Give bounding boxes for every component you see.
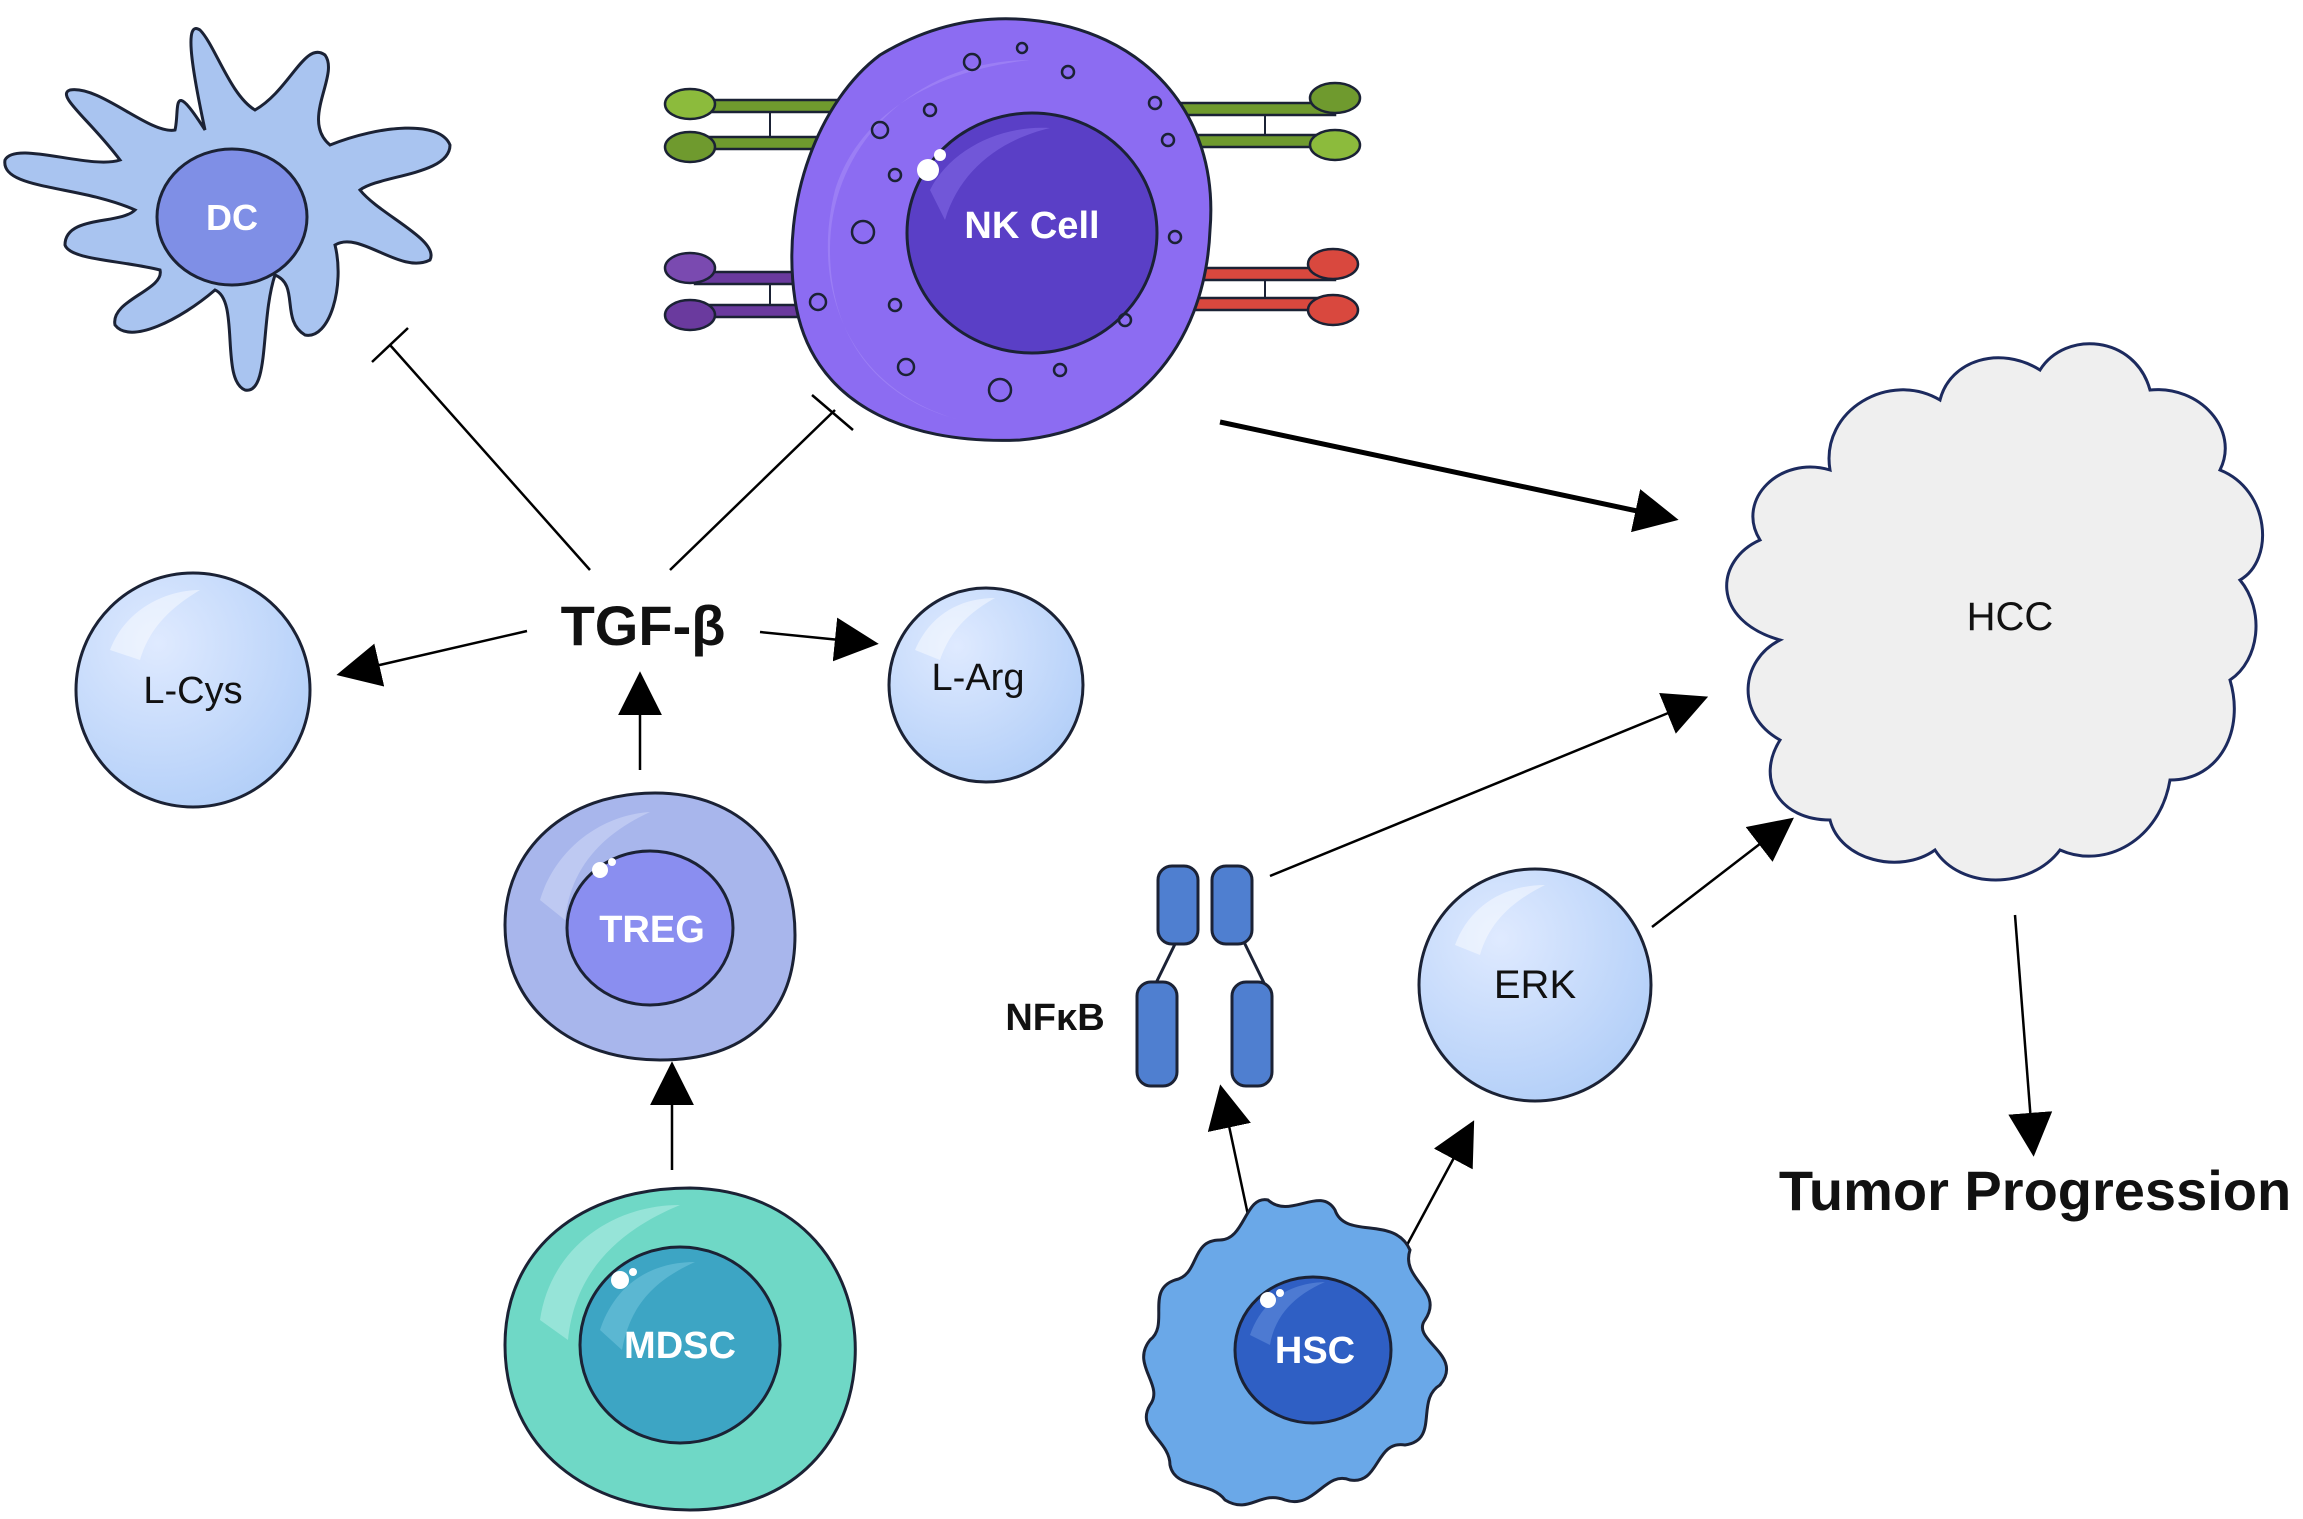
mdsc-cell: MDSC [503,1186,857,1512]
tumor-progression-label: Tumor Progression [1779,1159,2291,1222]
arrow-hcc-to-tumor [2008,914,2053,1157]
arrow-tgf-to-lcys [336,629,528,687]
arrow-erk-to-hcc [1651,817,1794,928]
arrow-hsc-to-nfkb [1207,1084,1251,1216]
arrow-nfkb-to-hcc [1269,692,1709,878]
nk-cell: NK Cell [790,17,1213,442]
arrow-tgf-to-larg [759,617,879,662]
hcc-label: HCC [1967,595,2054,639]
erk-label: ERK [1494,963,1577,1007]
hcc-node: HCC [1725,342,2264,882]
inhibition-edges [371,327,854,571]
nfkb-subunit-1 [1156,864,1200,946]
nfkb-label: NFκB [1005,997,1104,1039]
receptor-right-green [1178,81,1362,162]
treg-label: TREG [599,909,705,951]
l-cys-circle [74,571,312,809]
inhibit-dc-bar [371,327,409,363]
nfkb-node: NFκB [1005,864,1274,1088]
hsc-label: HSC [1275,1330,1355,1372]
erk-circle [1417,867,1653,1103]
treg-cell: TREG [503,791,797,1062]
l-cys-label: L-Cys [143,670,242,712]
nfkb-subunit-3 [1135,980,1179,1088]
dc-cell: DC [3,27,452,392]
nfkb-subunit-2 [1210,864,1254,946]
treg-nucleus [565,849,735,1007]
arrow-nk-to-hcc [1219,419,1679,533]
nfkb-subunit-4 [1230,980,1274,1088]
receptor-right-red [1178,247,1360,327]
hcc-cloud [1725,342,2264,882]
mdsc-label: MDSC [624,1325,736,1367]
nk-granules [808,41,1183,403]
hsc-cell: HSC [1142,1198,1449,1507]
inhibit-nk-line [669,409,836,571]
erk-node: ERK [1417,867,1653,1103]
receptor-left-green [663,87,847,164]
tgf-beta-label: TGF-β [561,594,726,657]
l-arg-node: L-Arg [887,586,1085,784]
l-arg-label: L-Arg [932,657,1025,699]
dc-label: DC [206,197,258,238]
dc-nucleus [155,147,309,287]
inhibit-nk-bar [811,394,854,431]
l-cys-node: L-Cys [74,571,312,809]
l-arg-circle [887,586,1085,784]
activation-edges [336,419,2053,1246]
arrow-hsc-to-erk [1405,1120,1475,1246]
inhibit-dc-line [389,344,591,571]
nk-cell-label: NK Cell [964,205,1099,247]
